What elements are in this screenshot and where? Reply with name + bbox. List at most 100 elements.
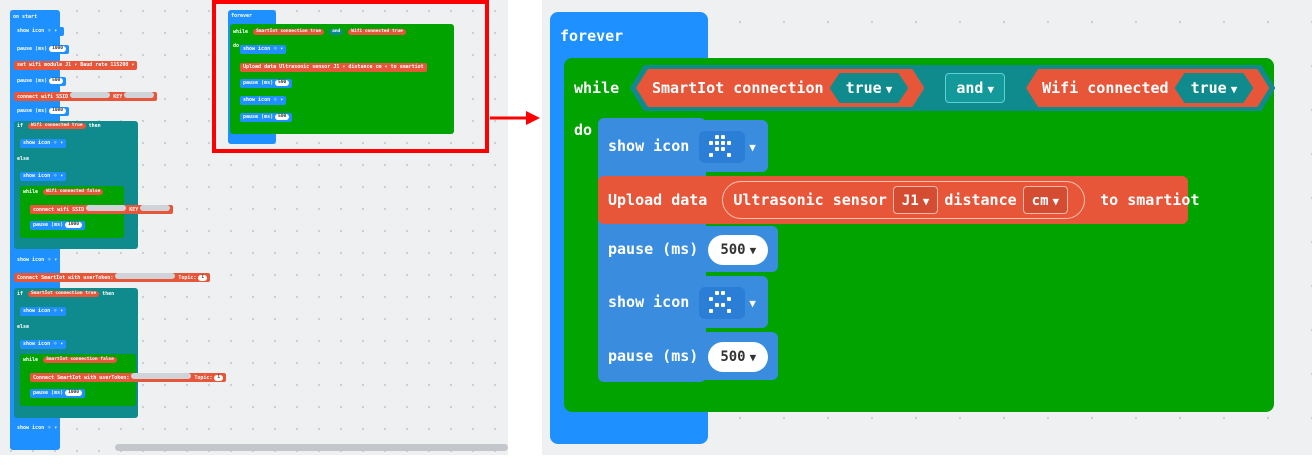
pause-value-dropdown[interactable]: 500▼ <box>708 342 769 372</box>
wifi-connected-condition[interactable]: Wifi connected true <box>348 29 406 35</box>
while-header: while Wifi connected false <box>20 188 106 197</box>
port-value[interactable]: J1 <box>333 64 340 70</box>
show-icon-block[interactable]: show icon ⁘ ▾ <box>14 424 61 433</box>
true-value-1: true <box>845 79 882 97</box>
pause-label: pause (ms) <box>608 240 699 258</box>
connect-wifi-block[interactable]: connect wifi SSID KEY <box>14 92 158 101</box>
smartiot-label: SmartIot connection <box>46 357 98 362</box>
key-field[interactable] <box>140 205 171 211</box>
and-dropdown[interactable]: and▼ <box>945 73 1005 103</box>
pause-block[interactable]: pause (ms)1000 <box>30 389 85 398</box>
usertoken-field[interactable] <box>115 273 176 279</box>
unit-value[interactable]: cm <box>375 64 382 70</box>
forever-label: forever <box>560 27 624 45</box>
show-icon-label: show icon <box>23 140 51 146</box>
topic-label: Topic: <box>178 275 197 281</box>
show-icon-block[interactable]: show icon ⁘ ▾ <box>14 27 64 36</box>
false-value: false <box>86 189 101 194</box>
connect-smartiot-block[interactable]: Connect SmartIot with userToken: Topic:1 <box>30 373 227 382</box>
ssid-field[interactable] <box>86 205 127 211</box>
led-matrix-icon[interactable] <box>699 130 746 163</box>
pause-block-1[interactable]: pause (ms) 500▼ <box>598 226 778 272</box>
show-icon-label: show icon <box>23 308 51 314</box>
smartiot-condition[interactable]: SmartIot connection true <box>28 291 100 297</box>
upload-data-label: Upload data <box>243 64 277 70</box>
pause-value[interactable]: 1000 <box>49 46 66 52</box>
true-value: true <box>71 123 83 128</box>
show-icon-label: show icon <box>608 293 690 311</box>
and-operator[interactable]: and <box>329 29 344 35</box>
set-wifi-label: set wifi module <box>17 62 63 68</box>
pause-block[interactable]: pause (ms)1000 <box>14 107 69 116</box>
pause-block[interactable]: pause (ms)500 <box>14 77 67 86</box>
chevron-down-icon: ▼ <box>1052 195 1060 208</box>
true-value: true <box>85 291 97 296</box>
show-icon-block[interactable]: show icon ⁘ ▾ <box>14 256 61 265</box>
horizontal-scrollbar[interactable] <box>115 444 508 451</box>
show-icon-block[interactable]: show icon ⁘ ▾ <box>240 45 287 54</box>
pause-value[interactable]: 1000 <box>49 108 66 114</box>
wifi-connected-condition[interactable]: Wifi connected true▼ <box>1026 69 1269 107</box>
show-icon-block-2[interactable]: show icon▼ <box>598 276 768 328</box>
show-icon-block-1[interactable]: show icon▼ <box>598 120 768 172</box>
pause-value[interactable]: 1000 <box>65 222 82 228</box>
arrow-icon <box>490 111 540 125</box>
smartiot-condition[interactable]: SmartIot connection false <box>43 357 117 363</box>
wifi-connected-condition[interactable]: Wifi connected true <box>28 123 86 129</box>
key-field[interactable] <box>124 92 155 98</box>
port-dropdown[interactable]: J1 <box>65 62 72 68</box>
smartiot-condition[interactable]: SmartIot connection true <box>253 29 325 35</box>
unit-dropdown[interactable]: cm▼ <box>1022 186 1069 214</box>
left-workspace[interactable]: on start show icon ⁘ ▾ pause (ms)1000 se… <box>0 0 508 455</box>
if-label: if SmartIot connection true then <box>14 290 117 299</box>
pause-value-dropdown[interactable]: 500▼ <box>708 235 769 265</box>
forever-label-thumb: forever <box>231 13 253 19</box>
pause-value[interactable]: 500 <box>275 114 290 120</box>
highlight-box <box>212 0 489 153</box>
baud-value[interactable]: 115200 <box>110 62 129 68</box>
connect-wifi-block[interactable]: connect wifi SSID KEY <box>30 205 174 214</box>
show-icon-block[interactable]: show icon ⁘ ▾ <box>20 340 67 349</box>
topic-value[interactable]: 1 <box>214 375 224 381</box>
true-dropdown-2[interactable]: true▼ <box>1175 73 1254 103</box>
show-icon-block[interactable]: show icon ⁘ ▾ <box>240 96 287 105</box>
connect-smartiot-block[interactable]: Connect SmartIot with userToken: Topic:1 <box>14 273 211 282</box>
ssid-field[interactable] <box>70 92 111 98</box>
distance-label: distance <box>348 64 373 70</box>
do-label: do <box>574 121 593 139</box>
wifi-connected-condition[interactable]: Wifi connected false <box>43 189 104 195</box>
pause-value[interactable]: 1000 <box>65 390 82 396</box>
pause-value[interactable]: 500 <box>49 78 64 84</box>
upload-data-block-thumb[interactable]: Upload data Ultrasonic sensor J1 ▾ dista… <box>240 63 427 72</box>
pause-block[interactable]: pause (ms)1000 <box>30 221 85 230</box>
show-icon-block[interactable]: show icon ⁘ ▾ <box>20 139 67 148</box>
show-icon-block[interactable]: show icon ⁘ ▾ <box>20 172 67 181</box>
port-dropdown[interactable]: J1▼ <box>892 186 939 214</box>
pause-block[interactable]: pause (ms)500 <box>240 113 293 122</box>
usertoken-field[interactable] <box>131 373 192 379</box>
pause-value[interactable]: 500 <box>275 80 290 86</box>
connect-wifi-label: connect wifi SSID <box>17 94 69 100</box>
pause-block-2[interactable]: pause (ms) 500▼ <box>598 332 778 380</box>
to-smartiot-label: to smartiot <box>1100 191 1200 209</box>
set-wifi-module-block[interactable]: set wifi module J1 ▾ Baud rate 115200 ▾ <box>14 61 138 70</box>
chevron-down-icon: ▼ <box>749 351 757 364</box>
true-dropdown-1[interactable]: true▼ <box>830 73 909 103</box>
show-icon-label: show icon <box>243 97 271 103</box>
chevron-down-icon: ▼ <box>1230 83 1238 96</box>
pause-label: pause (ms) <box>608 347 699 365</box>
led-matrix-icon[interactable] <box>699 286 746 319</box>
wifi-connected-label: Wifi connected <box>46 189 85 194</box>
pause-block[interactable]: pause (ms)500 <box>240 79 293 88</box>
wifi-connected-label: Wifi connected <box>1042 79 1169 97</box>
pause-block[interactable]: pause (ms)1000 <box>14 45 69 54</box>
show-icon-block[interactable]: show icon ⁘ ▾ <box>20 307 67 316</box>
topic-value[interactable]: 1 <box>198 275 208 281</box>
show-icon-label: show icon <box>608 137 690 155</box>
connect-smartiot-label: Connect SmartIot with userToken: <box>33 375 130 381</box>
